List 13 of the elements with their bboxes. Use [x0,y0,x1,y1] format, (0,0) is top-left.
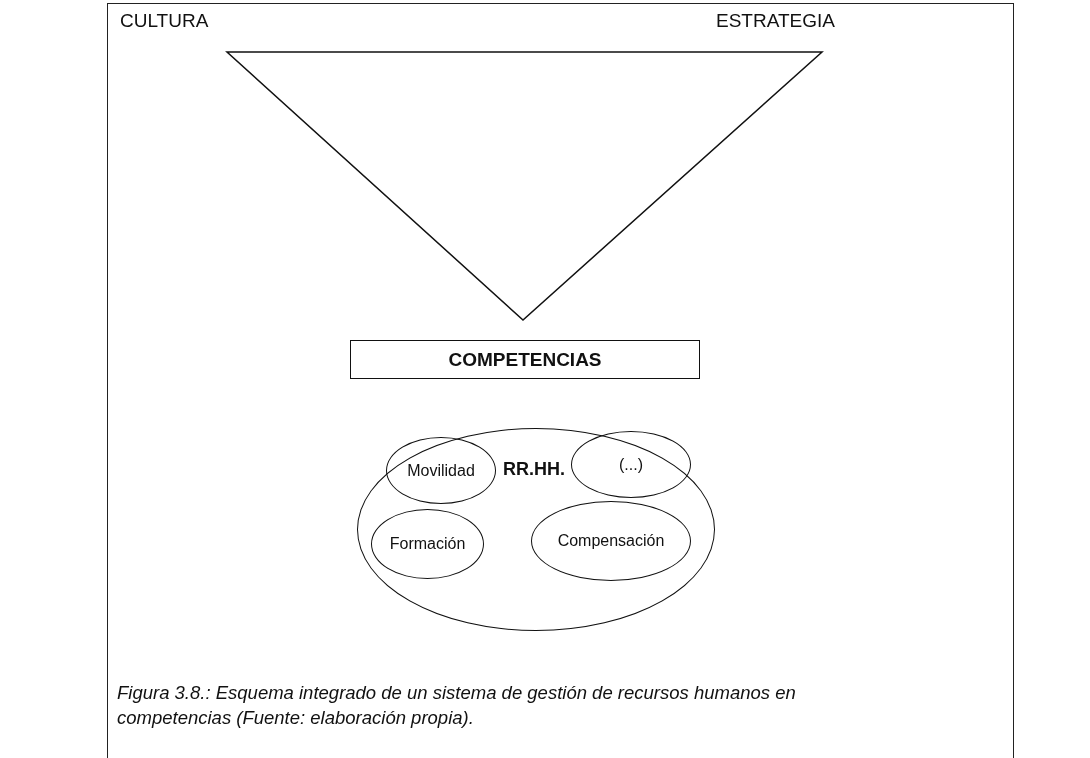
ellipse [571,431,691,498]
ellipse-label: (...) [619,455,643,474]
ellipse-label: Formación [389,535,466,553]
ellipse [386,437,496,504]
corner-label: CULTURA [120,10,209,32]
large-ellipse [357,428,715,631]
box-title: COMPETENCIAS [448,348,602,371]
figure-caption: Figura 3.8.: Esquema integrado de un sistema de gestión de recursos humanos en competencias (Fuente: elaboración propia). [117,681,797,730]
ellipse-label: Movilidad [407,461,475,480]
label-box [350,340,700,379]
ellipse-label: Compensación [557,532,665,550]
corner-label: ESTRATEGIA [716,10,835,32]
group-title: RR.HH. [503,459,565,480]
